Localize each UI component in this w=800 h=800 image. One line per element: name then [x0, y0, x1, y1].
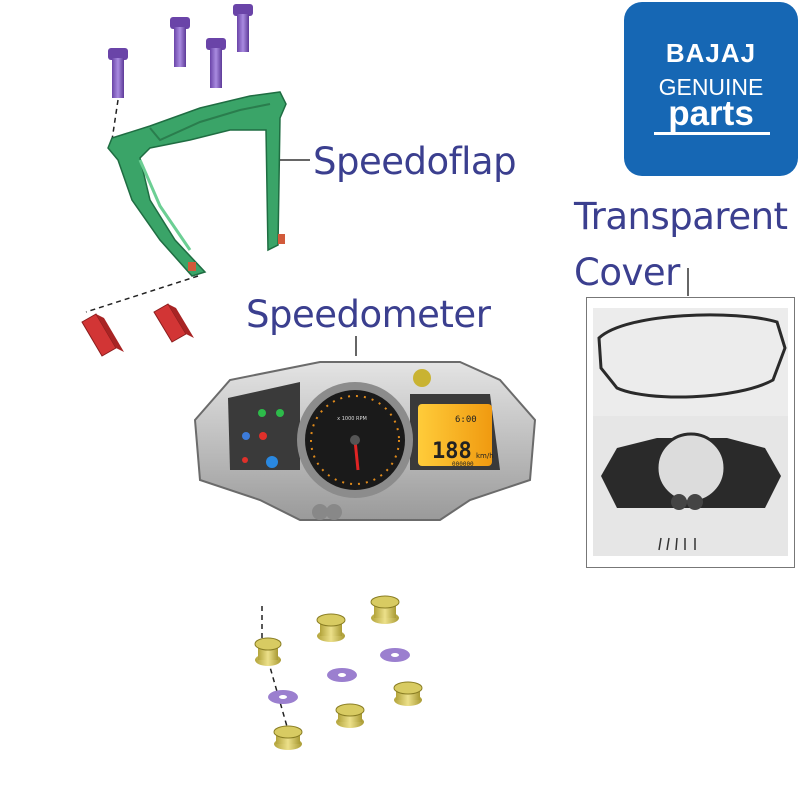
transparent-cover-label-line1: Transparent [574, 195, 788, 238]
rubber-grommet [370, 595, 400, 624]
washer [380, 648, 410, 662]
washer [268, 690, 298, 704]
bajaj-genuine-parts-logo: BAJAJ GENUINE parts [624, 2, 798, 176]
logo-brand: BAJAJ [665, 38, 757, 68]
rubber-grommet [335, 703, 365, 728]
speed-readout: 188 [432, 439, 472, 464]
odometer-readout: 000000 [452, 461, 474, 468]
logo-line2: GENUINE [658, 74, 764, 100]
bolt-icon [108, 48, 128, 98]
clock-readout: 6:00 [455, 415, 477, 425]
logo-underline [654, 132, 770, 135]
speedometer-label: Speedometer [246, 293, 491, 336]
transparent-cover-photo [586, 297, 795, 568]
bolt-icon [233, 4, 253, 52]
cover-seal-ring [597, 313, 787, 399]
speedometer-unit: x 1000 RPM 188 km/h 6:00 000000 [193, 361, 537, 521]
speed-unit: km/h [476, 452, 494, 460]
rubber-grommet [316, 613, 346, 642]
speedoflap-part [107, 91, 287, 277]
bolt-icon [170, 17, 190, 67]
rubber-grommet [273, 725, 303, 750]
rubber-grommet [254, 637, 282, 666]
bolt-icon [206, 38, 226, 88]
rubber-grommet [393, 681, 423, 706]
transparent-cover-label-line2: Cover [574, 251, 680, 294]
logo-line3: parts [668, 94, 754, 133]
speedoflap-label: Speedoflap [313, 140, 517, 183]
rubber-damper [153, 303, 194, 343]
rubber-damper [81, 313, 124, 357]
washer [327, 668, 357, 682]
rpm-label: x 1000 RPM [337, 416, 367, 422]
